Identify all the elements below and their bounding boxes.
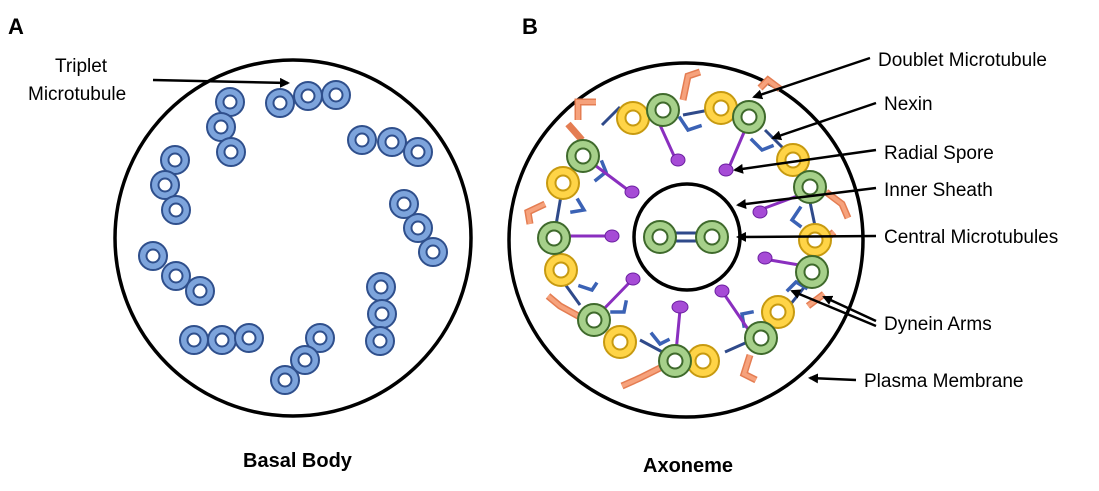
triplet-group-7 — [365, 272, 397, 356]
triplet-group-5 — [179, 323, 264, 355]
triplet-group-9 — [347, 125, 433, 167]
label-radial-spore: Radial Spore — [884, 143, 994, 164]
basal-body-caption: Basal Body — [243, 450, 353, 472]
basal-body: Triplet Microtubule Basal Body — [28, 56, 473, 472]
basal-body-outline — [113, 58, 473, 418]
arrow-plasma — [808, 373, 857, 384]
label-central-microtubules: Central Microtubules — [884, 227, 1058, 248]
arrow-dynein-inner — [790, 289, 877, 328]
triplet-group-4 — [138, 241, 215, 306]
outer-dynein-arms — [524, 68, 852, 390]
central-microtubules — [643, 220, 729, 254]
label-inner-sheath: Inner Sheath — [884, 180, 993, 201]
triplet-microtubule-label-line1: Triplet — [55, 56, 108, 77]
doublet-microtubules — [537, 91, 832, 378]
arrow-doublet — [752, 56, 871, 100]
arrow-dynein-outer — [822, 295, 877, 323]
label-doublet-microtubule: Doublet Microtubule — [878, 50, 1047, 71]
arrow-radial — [733, 148, 877, 174]
triplet-group-3 — [150, 145, 191, 225]
axoneme-caption: Axoneme — [643, 455, 733, 477]
triplet-arrow — [152, 77, 290, 88]
plasma-membrane — [507, 61, 865, 419]
triplet-microtubule-label-line2: Microtubule — [28, 84, 126, 105]
arrow-inner-sheath — [736, 186, 877, 209]
radial-spokes — [560, 124, 806, 353]
label-nexin: Nexin — [884, 94, 933, 115]
label-plasma-membrane: Plasma Membrane — [864, 371, 1023, 392]
triplet-group-1 — [265, 80, 351, 118]
arrow-central — [736, 231, 877, 242]
triplet-group-2 — [206, 87, 246, 167]
triplet-group-8 — [389, 189, 448, 267]
axoneme: Doublet Microtubule Nexin Radial Spore I… — [507, 50, 1058, 477]
triplet-group-6 — [270, 323, 335, 395]
label-dynein-arms: Dynein Arms — [884, 314, 992, 335]
panel-letter-b: B — [522, 14, 538, 39]
arrow-nexin — [771, 101, 877, 141]
panel-letter-a: A — [8, 14, 24, 39]
